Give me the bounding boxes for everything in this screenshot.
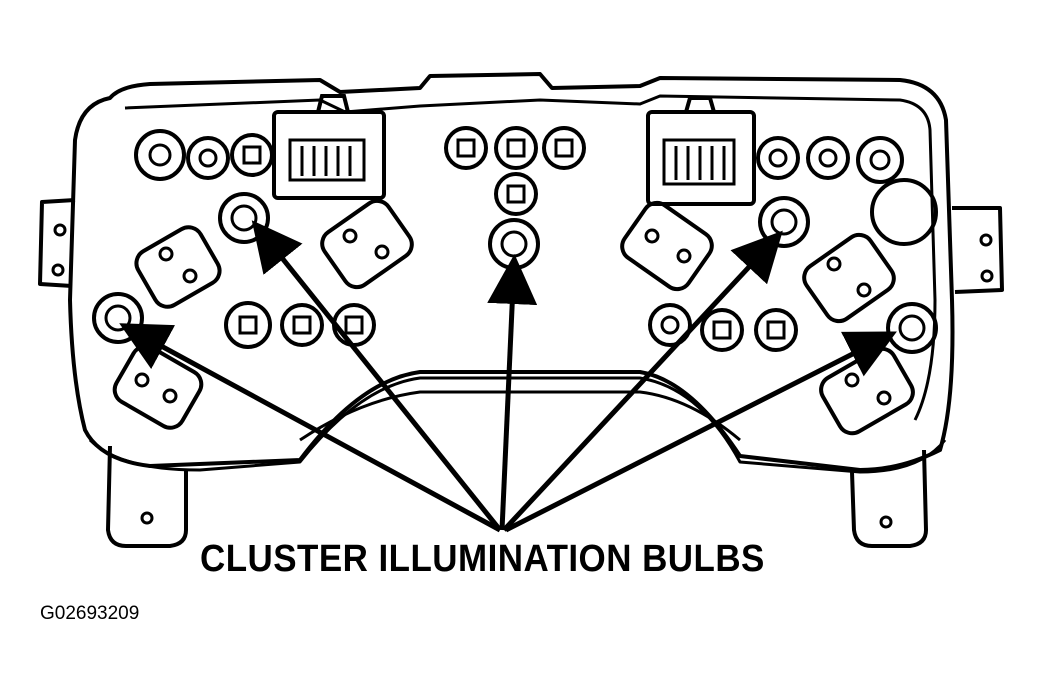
callout-arrow-5 [504, 331, 897, 533]
illumination-bulbs [92, 192, 938, 354]
bulb-left [92, 292, 144, 344]
bulb-upper-left [218, 192, 270, 244]
connector-left [272, 94, 386, 200]
diagram-caption: CLUSTER ILLUMINATION BULBS [200, 538, 765, 580]
callout-arrow-3 [487, 254, 538, 531]
figure-id: G02693209 [40, 603, 140, 624]
bulb-right [886, 302, 938, 354]
callout-arrow-2 [251, 220, 502, 532]
bulb-sockets [134, 126, 938, 352]
connector-right [646, 96, 756, 206]
callout-arrow-1 [119, 323, 502, 533]
bulb-center [488, 218, 540, 270]
callout-arrow-4 [502, 230, 783, 532]
callout-arrows [119, 220, 897, 533]
bulb-upper-right [758, 196, 810, 248]
